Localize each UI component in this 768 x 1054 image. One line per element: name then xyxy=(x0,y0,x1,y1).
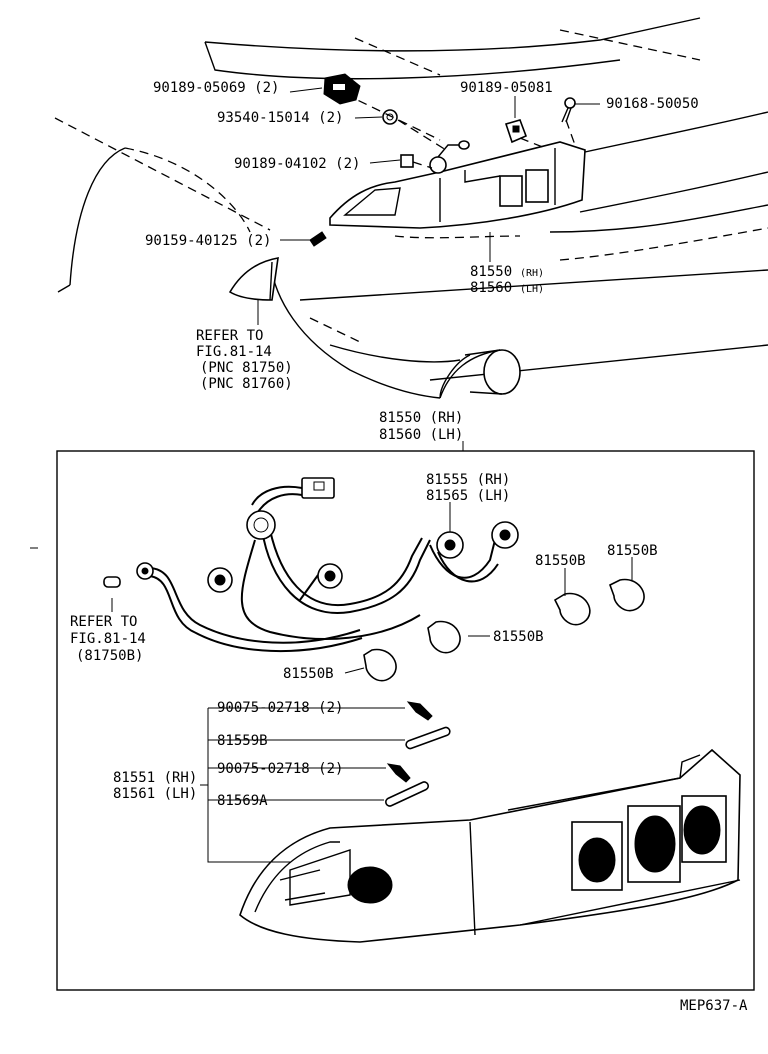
label-box-title-rh: 81550 (RH) xyxy=(379,410,463,426)
label-screw-2: 90075-02718 (2) xyxy=(217,761,343,777)
label-bulb-d: 81550B xyxy=(283,666,334,682)
label-lens-rh: 81551 (RH) xyxy=(113,770,197,786)
label-90189-05081: 90189-05081 xyxy=(460,80,553,96)
label-bulb-a: 81550B xyxy=(535,553,586,569)
label-box-title-lh: 81560 (LH) xyxy=(379,427,463,443)
label-90159-40125: 90159-40125 (2) xyxy=(145,233,271,249)
lens-housing xyxy=(239,748,741,943)
label-socket-lh: 81565 (LH) xyxy=(426,488,510,504)
label-90189-05069: 90189-05069 (2) xyxy=(153,80,279,96)
wiring-harness xyxy=(149,477,499,653)
label-bulb-c: 81550B xyxy=(493,629,544,645)
bulb-sockets xyxy=(136,510,519,593)
label-lens-lh: 81561 (LH) xyxy=(113,786,197,802)
label-socket-rh: 81555 (RH) xyxy=(426,472,510,488)
label-refer-box-3: (81750B) xyxy=(76,648,143,664)
box-leader-lines xyxy=(111,502,633,863)
bulbs xyxy=(103,576,645,682)
label-assy-rh-tag: (RH) xyxy=(520,268,544,279)
label-refer-top-1: REFER TO xyxy=(196,328,263,344)
diagram-code: MEP637-A xyxy=(680,998,748,1014)
label-refer-box-2: FIG.81-14 xyxy=(70,631,146,647)
vehicle-body-outline xyxy=(54,17,768,399)
label-refer-top-3: (PNC 81750) xyxy=(200,360,293,376)
label-assy-lh: 81560 xyxy=(470,280,512,296)
label-assy-rh: 81550 xyxy=(470,264,512,280)
exploded-view-box xyxy=(56,450,755,991)
label-refer-top-4: (PNC 81760) xyxy=(200,376,293,392)
label-90189-04102: 90189-04102 (2) xyxy=(234,156,360,172)
installed-tail-lamp xyxy=(329,140,586,229)
label-pin-2: 81569A xyxy=(217,793,268,809)
label-pin-1: 81559B xyxy=(217,733,268,749)
label-refer-top-2: FIG.81-14 xyxy=(196,344,272,360)
label-screw-1: 90075-02718 (2) xyxy=(217,700,343,716)
label-93540-15014: 93540-15014 (2) xyxy=(217,110,343,126)
label-90168-50050: 90168-50050 xyxy=(606,96,699,112)
screws-and-pins xyxy=(384,701,451,807)
label-refer-box-1: REFER TO xyxy=(70,614,137,630)
top-leader-lines xyxy=(257,87,600,325)
label-assy-lh-tag: (LH) xyxy=(520,284,544,295)
label-bulb-b: 81550B xyxy=(607,543,658,559)
